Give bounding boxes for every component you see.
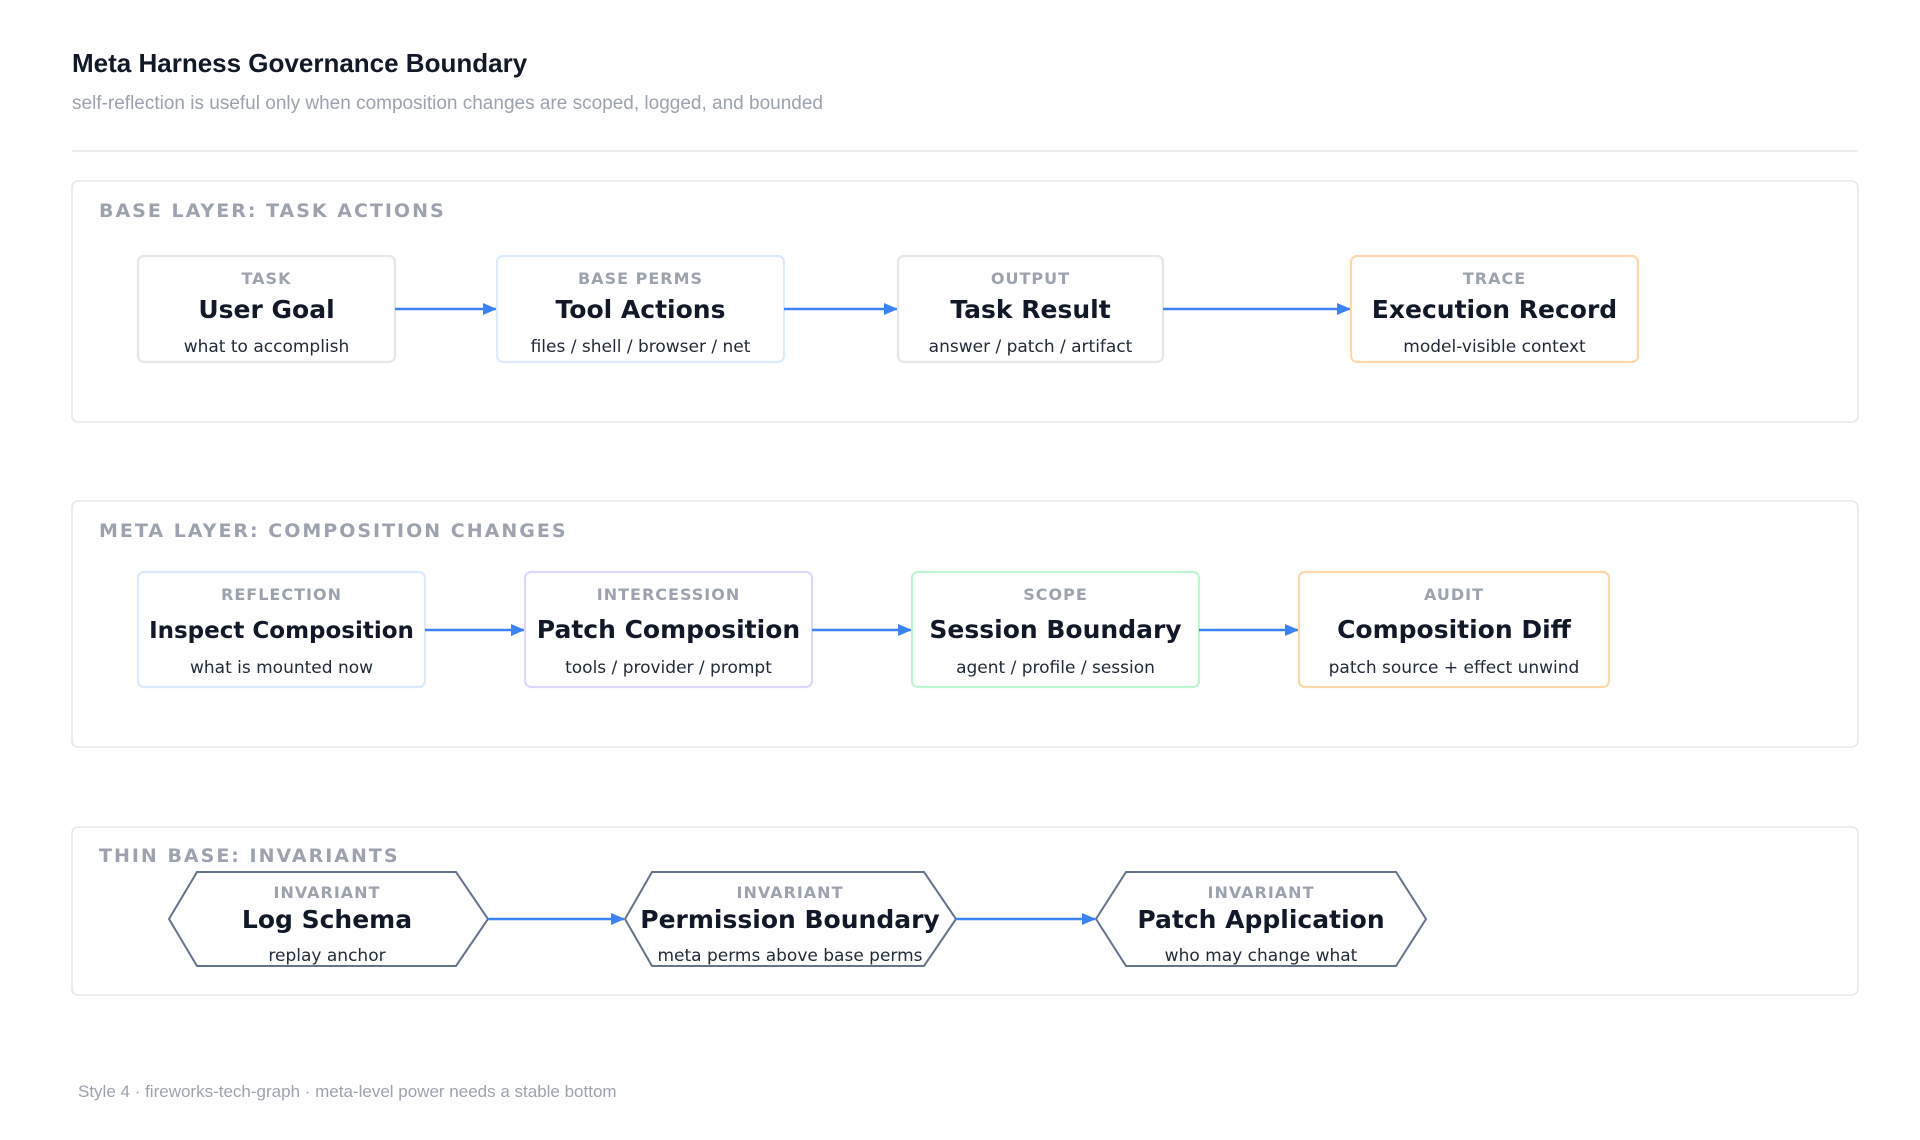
section-meta-layer: META LAYER: COMPOSITION CHANGES REFLECTI… (71, 500, 1859, 748)
node-kicker: AUDIT (1424, 585, 1484, 604)
node-kicker: BASE PERMS (578, 269, 703, 288)
node-kicker: OUTPUT (991, 269, 1070, 288)
node-subtitle: meta perms above base perms (657, 946, 922, 966)
node-title: Task Result (950, 295, 1110, 324)
node-log-schema[interactable]: INVARIANT Log Schema replay anchor (167, 871, 490, 967)
node-permission-boundary[interactable]: INVARIANT Permission Boundary meta perms… (623, 871, 958, 967)
node-patch-composition[interactable]: INTERCESSION Patch Composition tools / p… (523, 570, 814, 689)
node-title: Patch Composition (537, 615, 800, 644)
section-base-layer: BASE LAYER: TASK ACTIONS TASK User Goal … (71, 180, 1859, 423)
node-session-boundary[interactable]: SCOPE Session Boundary agent / profile /… (910, 570, 1201, 689)
node-box (1297, 570, 1611, 689)
node-kicker: INVARIANT (274, 883, 381, 902)
hexagon-icon (623, 871, 958, 967)
node-title: Composition Diff (1337, 615, 1572, 644)
node-subtitle: replay anchor (268, 946, 385, 966)
node-tool-actions[interactable]: BASE PERMS Tool Actions files / shell / … (495, 254, 786, 364)
node-kicker: TRACE (1463, 269, 1526, 288)
node-subtitle: what is mounted now (190, 658, 373, 678)
section-label: THIN BASE: INVARIANTS (99, 845, 400, 867)
node-title: Session Boundary (929, 615, 1181, 644)
node-inspect-composition[interactable]: REFLECTION Inspect Composition what is m… (136, 570, 427, 689)
node-title: Execution Record (1372, 295, 1617, 324)
section-label: META LAYER: COMPOSITION CHANGES (99, 520, 568, 542)
section-panel (71, 826, 1859, 996)
node-title: Patch Application (1137, 905, 1384, 934)
node-composition-diff[interactable]: AUDIT Composition Diff patch source + ef… (1297, 570, 1611, 689)
node-subtitle: agent / profile / session (956, 658, 1155, 678)
node-kicker: INVARIANT (737, 883, 844, 902)
node-kicker: INTERCESSION (597, 585, 740, 604)
page-subtitle: self-reflection is useful only when comp… (72, 93, 823, 114)
node-title: Log Schema (242, 905, 412, 934)
node-task-result[interactable]: OUTPUT Task Result answer / patch / arti… (896, 254, 1165, 364)
node-kicker: SCOPE (1023, 585, 1088, 604)
node-subtitle: model-visible context (1403, 337, 1586, 357)
node-title: Permission Boundary (640, 905, 939, 934)
page-title: Meta Harness Governance Boundary (72, 48, 528, 78)
node-execution-record[interactable]: TRACE Execution Record model-visible con… (1349, 254, 1640, 364)
node-kicker: REFLECTION (221, 585, 342, 604)
node-subtitle: what to accomplish (184, 337, 350, 357)
node-subtitle: answer / patch / artifact (929, 337, 1133, 357)
footer-caption: Style 4 · fireworks-tech-graph · meta-le… (78, 1082, 617, 1101)
node-title: Inspect Composition (149, 618, 414, 644)
hexagon-icon (1094, 871, 1428, 967)
node-subtitle: patch source + effect unwind (1329, 658, 1580, 678)
node-kicker: TASK (242, 269, 292, 288)
node-box (1349, 254, 1640, 364)
section-thin-base: THIN BASE: INVARIANTS INVARIANT Log Sche… (71, 826, 1859, 996)
node-title: User Goal (198, 295, 334, 324)
node-subtitle: files / shell / browser / net (531, 337, 751, 357)
node-patch-application[interactable]: INVARIANT Patch Application who may chan… (1094, 871, 1428, 967)
node-subtitle: who may change what (1165, 946, 1358, 966)
node-user-goal[interactable]: TASK User Goal what to accomplish (136, 254, 397, 364)
node-kicker: INVARIANT (1208, 883, 1315, 902)
hexagon-icon (167, 871, 490, 967)
node-title: Tool Actions (556, 295, 726, 324)
node-subtitle: tools / provider / prompt (565, 658, 772, 678)
section-label: BASE LAYER: TASK ACTIONS (99, 200, 446, 222)
